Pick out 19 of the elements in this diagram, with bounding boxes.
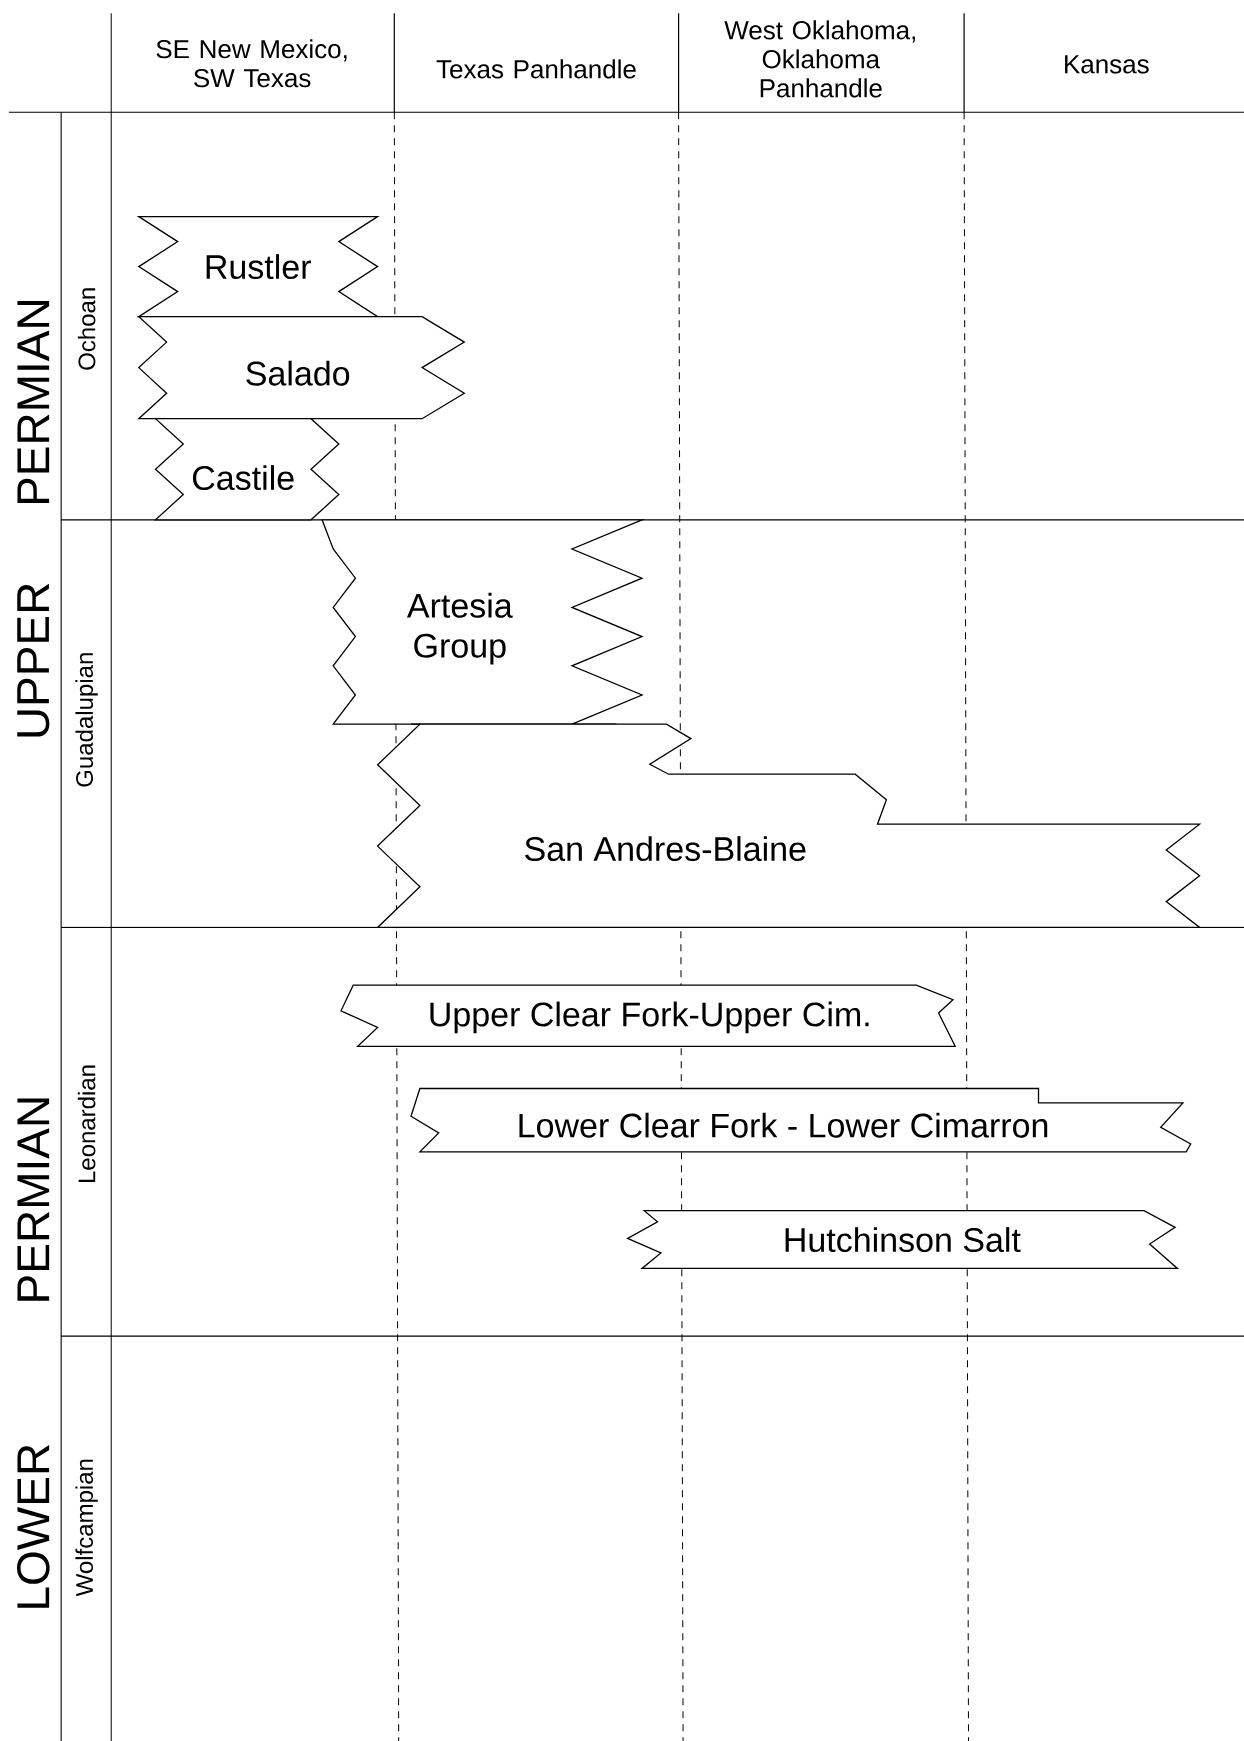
era-label: PERMIAN <box>17 1098 50 1301</box>
era-label: PERMIAN <box>17 301 50 504</box>
column-header: Kansas <box>1065 55 1149 74</box>
series-label: Wolfcampian <box>75 1459 98 1597</box>
formation-unit: Rustler <box>136 215 380 318</box>
formation-unit: San Andres-Blaine <box>376 723 1202 929</box>
era-label: UPPER <box>17 583 50 737</box>
series-label: Ochoan <box>77 288 96 370</box>
series-label: Guadalupian <box>75 653 98 787</box>
formation-unit: Castile <box>153 418 340 521</box>
formation-unit: Lower Clear Fork - Lower Cimarron <box>410 1087 1192 1153</box>
formation-unit: Upper Clear Fork-Upper Cim. <box>340 984 957 1047</box>
formation-unit: Hutchinson Salt <box>626 1210 1180 1270</box>
era-label: LOWER <box>17 1445 50 1608</box>
formation-unit: Salado <box>137 315 466 420</box>
column-header: Texas Panhandle <box>436 59 636 79</box>
column-header: SE New Mexico, SW Texas <box>156 39 347 88</box>
column-header: West Oklahoma, Oklahoma Panhandle <box>724 20 915 98</box>
series-label: Leonardian <box>77 1065 96 1183</box>
